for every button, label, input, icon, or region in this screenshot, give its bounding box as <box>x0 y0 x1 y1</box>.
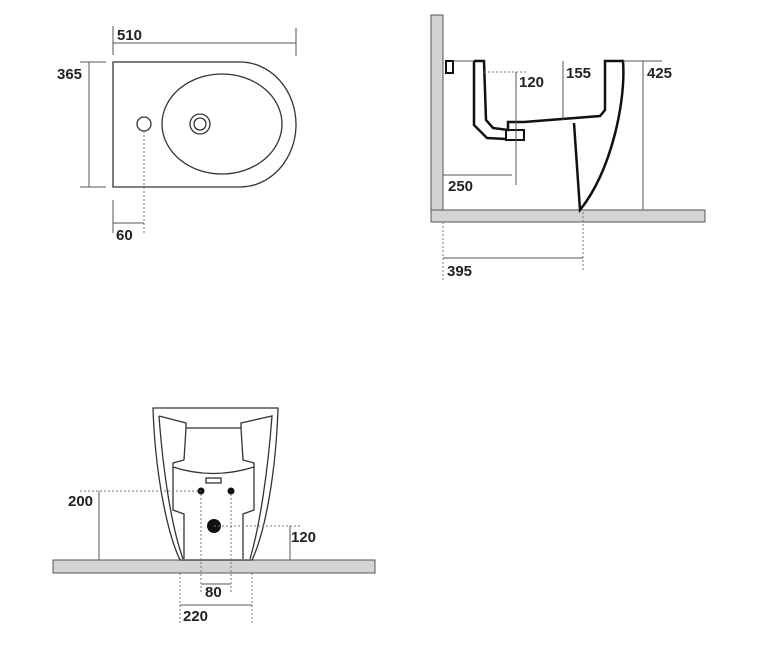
dim-510: 510 <box>117 27 142 44</box>
dim-425: 425 <box>647 65 672 82</box>
bidet-outline-top <box>112 61 297 188</box>
dim-120-side: 120 <box>519 74 544 91</box>
dim-365: 365 <box>57 66 82 83</box>
dim-395: 395 <box>447 263 472 280</box>
floor <box>430 209 706 223</box>
side-view: 425 155 120 250 395 <box>430 14 706 282</box>
dim-155: 155 <box>566 65 591 82</box>
dim-220: 220 <box>183 608 208 625</box>
front-floor <box>52 559 376 574</box>
top-view: 510 365 60 <box>57 26 297 244</box>
dim-60: 60 <box>116 227 133 244</box>
drain-inner <box>193 117 207 131</box>
dim-120-front: 120 <box>291 529 316 546</box>
dim-80: 80 <box>205 584 222 601</box>
wall <box>430 14 444 211</box>
supply-hole-right <box>227 487 235 495</box>
dim-200: 200 <box>68 493 93 510</box>
tap-hole <box>136 116 152 132</box>
drain-outer <box>189 113 211 135</box>
dim-250: 250 <box>448 178 473 195</box>
front-view: 200 120 80 220 <box>52 407 376 625</box>
bowl-outline <box>161 73 283 175</box>
